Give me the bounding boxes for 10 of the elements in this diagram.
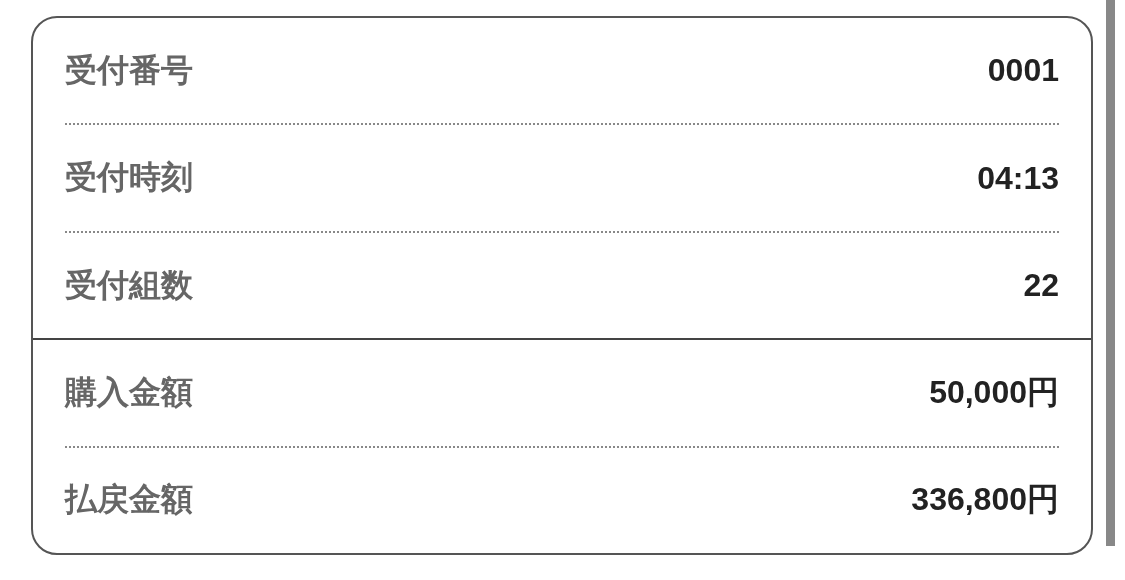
field-label: 購入金額 <box>65 372 193 412</box>
field-label: 受付時刻 <box>65 158 193 198</box>
field-label: 受付番号 <box>65 50 193 90</box>
field-value: 22 <box>1023 267 1059 304</box>
field-label: 払戻金額 <box>65 480 193 520</box>
field-value: 336,800円 <box>911 480 1059 520</box>
field-value: 0001 <box>987 52 1059 90</box>
field-value: 50,000円 <box>929 372 1059 412</box>
field-label: 受付組数 <box>65 265 193 305</box>
field-value: 04:13 <box>977 159 1059 197</box>
